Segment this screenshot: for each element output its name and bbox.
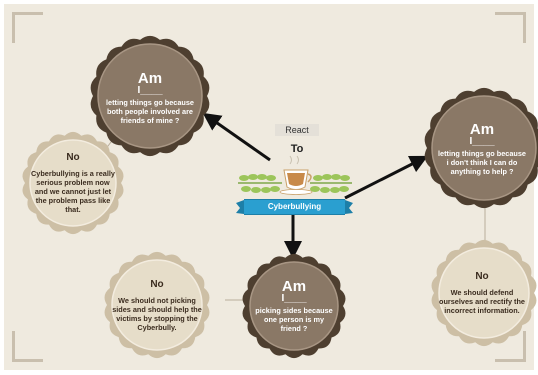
response-text: We should defend ourselves and rectify t…: [439, 288, 525, 315]
am-heading: Am: [469, 121, 495, 138]
badge-face: [111, 259, 203, 351]
response-text: We should not picking sides and should h…: [112, 295, 202, 332]
light-badge-shape: [104, 251, 210, 359]
response-title: No: [475, 271, 489, 282]
react-label: React: [275, 124, 319, 136]
question-badge-sides: Am I____ picking sides because one perso…: [238, 250, 350, 362]
dark-badge-shape: [242, 253, 346, 359]
corner-ornament-bottom-left: [12, 331, 43, 362]
light-badge-shape: [431, 239, 537, 347]
am-heading: Am: [281, 278, 307, 295]
question-badge-help: Am I____ letting things go because i don…: [420, 84, 538, 212]
am-heading: Am: [137, 70, 163, 87]
response-badge-serious: No Cyberbullying is a really serious pro…: [18, 128, 128, 238]
response-title: No: [66, 152, 80, 163]
response-text: Cyberbullying is a really serious proble…: [31, 169, 115, 214]
to-label: To: [290, 143, 304, 155]
dark-badge-shape: [424, 87, 538, 209]
light-badge-shape: [22, 131, 124, 235]
dark-badge-shape: [90, 35, 210, 157]
badge-face: [97, 43, 203, 149]
corner-ornament-top-left: [12, 12, 43, 43]
corner-ornament-top-right: [495, 12, 526, 43]
am-blank-line: I____: [281, 293, 307, 304]
response-badge-victims: No We should not picking sides and shoul…: [100, 248, 214, 362]
am-blank-line: I____: [469, 136, 495, 147]
badge-face: [431, 95, 537, 201]
badge-face: [249, 261, 339, 351]
question-text: picking sides because one person is my f…: [255, 306, 333, 333]
response-badge-defend: No We should defend ourselves and rectif…: [427, 236, 538, 350]
topic-ribbon: Cyberbullying: [244, 199, 345, 215]
question-text: letting things go because both people in…: [106, 98, 194, 125]
question-text: letting things go because i don't think …: [438, 149, 526, 176]
question-badge-friends: Am I____ letting things go because both …: [86, 32, 214, 160]
badge-face: [29, 139, 117, 227]
badge-face: [438, 247, 530, 339]
corner-ornament-bottom-right: [495, 331, 526, 362]
am-blank-line: I____: [137, 85, 163, 96]
response-title: No: [150, 278, 164, 290]
